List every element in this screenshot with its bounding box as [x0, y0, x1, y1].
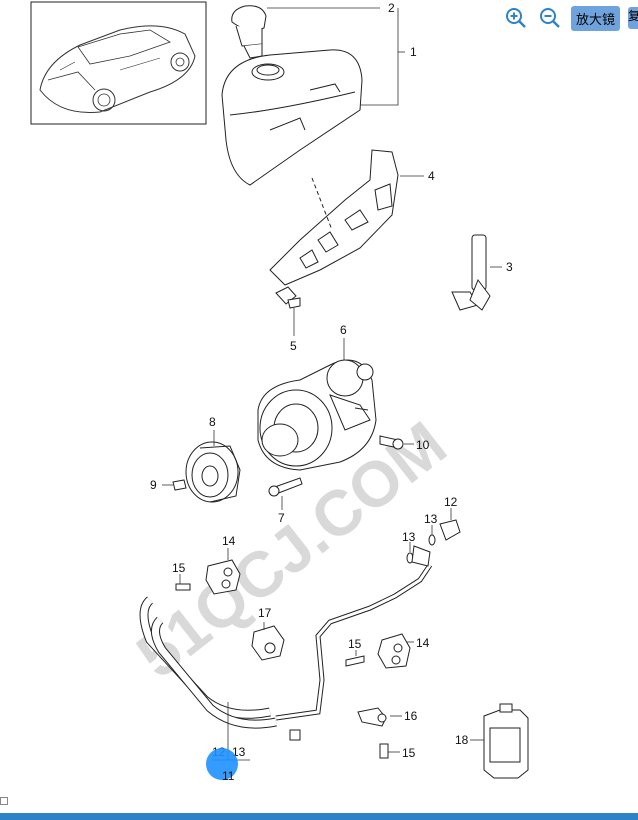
grid-icon[interactable]: [0, 797, 8, 805]
callout-8: 8: [209, 415, 216, 429]
callout-13-top: 13: [424, 512, 438, 526]
sensor-part: [451, 234, 491, 311]
callout-12-top: 12: [444, 495, 458, 509]
pulley-part: [185, 441, 241, 503]
reservoir-part: [221, 5, 363, 186]
callout-7: 7: [278, 511, 285, 525]
touch-indicator: [206, 748, 238, 780]
callout-5: 5: [290, 339, 297, 353]
bolt-part-15b: [345, 655, 365, 667]
viewer-toolbar: 放大镜 复: [503, 5, 638, 31]
car-thumbnail: [30, 1, 207, 125]
callout-lines-top: [267, 7, 405, 106]
zoom-out-button[interactable]: [537, 5, 563, 31]
callout-14-right: 14: [416, 636, 430, 650]
bolt-part-7: [268, 477, 303, 497]
callout-15-mid: 15: [348, 637, 362, 651]
callout-4: 4: [428, 169, 435, 183]
callout-15-bottom: 15: [402, 746, 416, 760]
magnifier-button[interactable]: 放大镜: [570, 5, 620, 31]
fluid-can-part: [483, 703, 529, 779]
callout-15-left: 15: [172, 561, 186, 575]
clamp-part-17: [251, 625, 285, 661]
callout-2: 2: [388, 1, 395, 15]
zoom-in-button[interactable]: [503, 5, 529, 31]
callout-1: 1: [410, 45, 417, 59]
bolt-part-15c: [379, 743, 389, 759]
callout-6: 6: [340, 323, 347, 337]
callout-9: 9: [150, 478, 157, 492]
bolt-part-5: [275, 286, 301, 309]
fitting-part-12: [439, 519, 461, 541]
bolt-part-15a: [175, 583, 191, 591]
callout-14-left: 14: [222, 534, 236, 548]
clamp-part-14a: [205, 559, 241, 595]
pump-part: [257, 359, 377, 471]
bracket-part-16: [357, 707, 387, 727]
zoom-in-icon: [505, 8, 526, 28]
hose-assembly: [139, 563, 433, 741]
callout-18: 18: [455, 733, 469, 747]
callout-17: 17: [258, 606, 272, 620]
callout-10: 10: [416, 438, 430, 452]
fitting-part-hose-end: [411, 545, 431, 567]
callout-16: 16: [404, 709, 418, 723]
bracket-part: [269, 149, 399, 286]
zoom-out-icon: [539, 8, 560, 28]
bolt-part-10: [379, 435, 404, 450]
clamp-part-14b: [377, 633, 411, 669]
bolt-part-9: [172, 479, 187, 491]
bottom-status-bar: [0, 813, 638, 820]
callout-13-mid: 13: [402, 530, 416, 544]
callout-3: 3: [506, 260, 513, 274]
extra-button[interactable]: 复: [628, 7, 638, 29]
